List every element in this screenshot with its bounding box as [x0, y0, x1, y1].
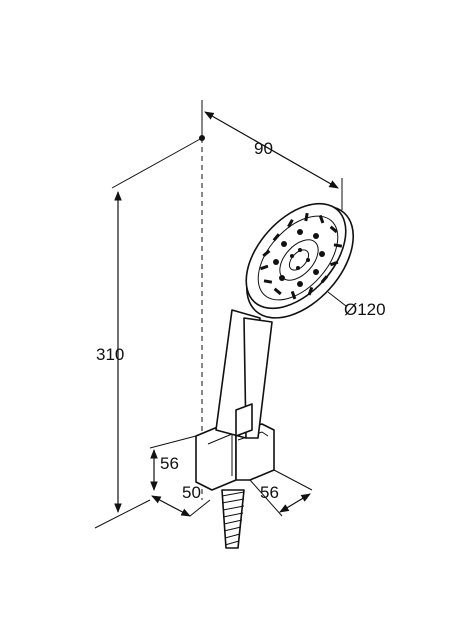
holder-depth-label: 50: [182, 483, 201, 502]
shower-head: [245, 202, 355, 319]
holder-height-dimension: 56: [149, 435, 197, 491]
hose: [221, 489, 245, 549]
head-diameter-label: Ø120: [344, 300, 386, 319]
holder-height-label: 56: [160, 454, 179, 473]
head-diameter-dimension: Ø120: [327, 291, 386, 319]
holder-depth-dimension: 50: [151, 483, 211, 517]
height-dimension: 310: [96, 191, 124, 513]
holder-width-dimension: 56: [249, 469, 313, 517]
spray-nozzles: [259, 212, 343, 300]
head-offset-dimension: 90: [204, 111, 343, 210]
height-label: 310: [96, 345, 124, 364]
reference-lines: [94, 100, 205, 529]
head-offset-label: 90: [254, 139, 273, 158]
holder-width-label: 56: [260, 483, 279, 502]
shower-handle: [215, 309, 273, 439]
